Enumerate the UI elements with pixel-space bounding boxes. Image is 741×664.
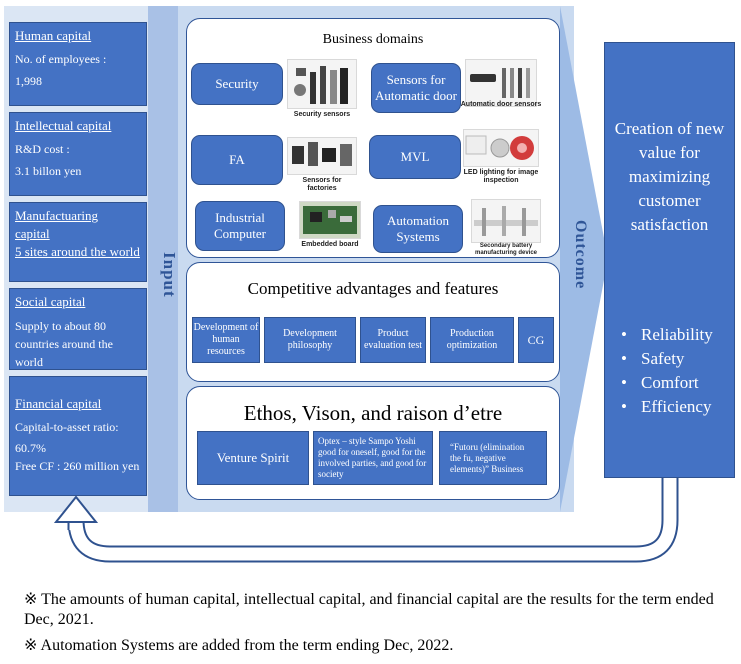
social-capital-box: Social capital Supply to about 80 countr… [9, 288, 147, 370]
human-capital-line-1: No. of employees : [15, 52, 107, 66]
automatic-door-sensors-image [465, 59, 537, 107]
financial-capital-title: Financial capital [15, 396, 102, 411]
led-lighting-image [463, 129, 539, 167]
intellectual-capital-line-2: 3.1 billon yen [15, 164, 82, 178]
footnote-1: ※ The amounts of human capital, intellec… [24, 591, 714, 628]
social-capital-title: Social capital [15, 294, 86, 309]
advantage-cg: CG [518, 317, 554, 363]
embedded-board-image [299, 201, 361, 239]
value-efficiency: Efficiency [621, 395, 713, 419]
factory-sensors-caption: Sensors for factories [302, 177, 342, 192]
manufacturing-capital-sites: 5 sites around the world [15, 244, 140, 259]
outcome-value-box: Creation of new value for maximizing cus… [604, 42, 735, 478]
competitive-advantages-title: Competitive advantages and features [247, 279, 499, 298]
footnote-2: ※ Automation Systems are added from the … [24, 637, 454, 654]
intellectual-capital-line-1: R&D cost : [15, 142, 70, 156]
value-safety: Safety [621, 347, 713, 371]
led-lighting-icon [465, 135, 534, 160]
domain-automation-systems: Automation Systems [373, 205, 463, 253]
embedded-board-icon [303, 206, 357, 234]
outcome-label: Outcome [572, 220, 589, 290]
domain-security: Security [191, 63, 283, 105]
advantage-development-philosophy: Development philosophy [264, 317, 356, 363]
human-capital-line-2: 1,998 [15, 74, 42, 88]
battery-device-icon [474, 206, 538, 236]
input-label: Input [160, 252, 179, 298]
embedded-board-caption: Embedded board [301, 241, 359, 248]
ethos-futoru-business: “Futoru (elimination the fu, negative el… [439, 431, 547, 485]
value-comfort: Comfort [621, 371, 713, 395]
outcome-value-list: Reliability Safety Comfort Efficiency [621, 323, 713, 419]
outcome-arrow [560, 6, 608, 512]
intellectual-capital-title: Intellectual capital [15, 118, 112, 133]
factory-sensors-image [287, 137, 357, 175]
value-reliability: Reliability [621, 323, 713, 347]
financial-capital-line-3: Free CF : 260 million yen [15, 459, 140, 473]
domain-automatic-door: Sensors for Automatic door [371, 63, 461, 113]
business-domains-title: Business domains [322, 32, 424, 47]
financial-capital-line-2: 60.7% [15, 441, 46, 455]
domain-mvl: MVL [369, 135, 461, 179]
security-sensors-image [287, 59, 357, 109]
outcome-value-title: Creation of new value for maximizing cus… [614, 119, 725, 234]
financial-capital-line-1: Capital-to-asset ratio: [15, 420, 119, 434]
manufacturing-capital-title: Manufactuaring capital [15, 208, 99, 241]
battery-device-image [471, 199, 541, 243]
ethos-sampo-yoshi: Optex – style Sampo Yoshi good for onese… [313, 431, 433, 485]
automatic-door-sensor-icon [470, 68, 530, 98]
manufacturing-capital-box: Manufactuaring capital 5 sites around th… [9, 202, 147, 282]
financial-capital-box: Financial capital Capital-to-asset ratio… [9, 376, 147, 496]
competitive-advantages-panel: Competitive advantages and features Deve… [186, 262, 560, 382]
domain-industrial-computer: Industrial Computer [195, 201, 285, 251]
security-sensors-caption: Security sensors [293, 111, 351, 118]
human-capital-box: Human capital No. of employees : 1,998 [9, 22, 147, 106]
ethos-title: Ethos, Vison, and raison d’etre [243, 401, 503, 425]
business-domains-panel: Business domains Security Security senso… [186, 18, 560, 258]
social-capital-line-1: Supply to about 80 countries around the … [15, 319, 113, 369]
battery-device-caption: Secondary battery manufacturing device [474, 243, 537, 256]
advantage-product-evaluation: Product evaluation test [360, 317, 426, 363]
intellectual-capital-box: Intellectual capital R&D cost : 3.1 bill… [9, 112, 147, 196]
ethos-venture-spirit: Venture Spirit [197, 431, 309, 485]
security-sensors-icon [294, 66, 348, 104]
automatic-door-sensors-caption: Automatic door sensors [460, 101, 542, 108]
feedback-loop-arrow [53, 478, 679, 563]
advantage-human-resources: Development of human resources [192, 317, 260, 363]
human-capital-title: Human capital [15, 28, 92, 43]
led-lighting-caption: LED lighting for image inspection [463, 169, 539, 184]
ethos-panel: Ethos, Vison, and raison d’etre Venture … [186, 386, 560, 500]
advantage-production-optimization: Production optimization [430, 317, 514, 363]
factory-sensors-icon [292, 142, 352, 166]
domain-fa: FA [191, 135, 283, 185]
